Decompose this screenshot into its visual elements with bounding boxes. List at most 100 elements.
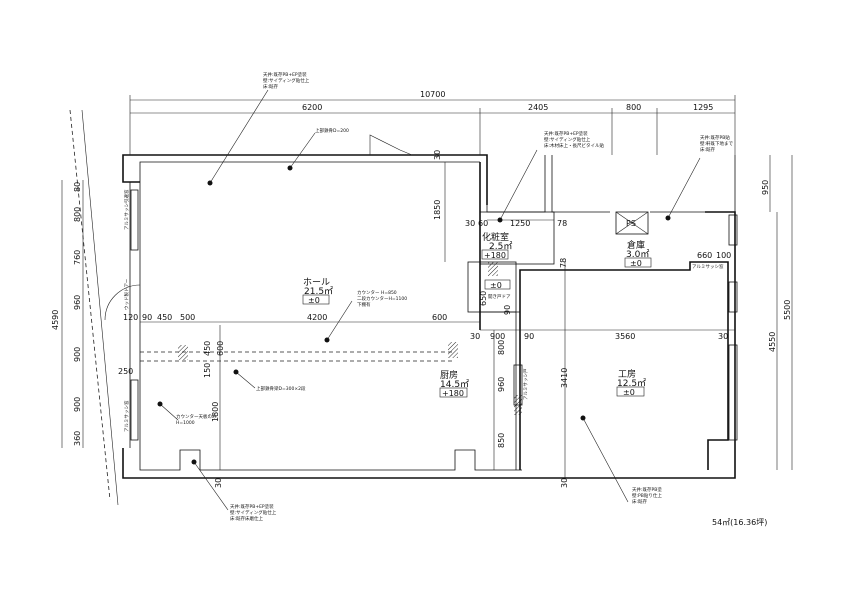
note: 床:木材床上・長尺ビタイル貼	[544, 142, 605, 149]
dim: 450	[203, 341, 212, 356]
room-level: +180	[484, 251, 506, 260]
note: アルミサッシ戸	[523, 368, 529, 400]
dim: 90	[503, 305, 512, 315]
window	[130, 189, 139, 251]
door-swing	[104, 284, 141, 321]
window	[728, 214, 738, 246]
room-area: 14.5㎡	[440, 379, 469, 390]
note: 壁:サイディング貼仕上	[230, 509, 277, 516]
window	[728, 344, 738, 441]
dim: 30	[718, 332, 728, 341]
dim: 3560	[615, 332, 635, 341]
room-level: ±0	[308, 296, 320, 305]
dim: 30	[465, 219, 475, 228]
dim: 660	[697, 251, 712, 260]
note: 床:既存	[632, 498, 648, 505]
dim: 90	[142, 313, 152, 322]
note: H=1000	[176, 420, 195, 426]
walls	[104, 134, 738, 479]
dim: 100	[716, 251, 731, 260]
note: 天井:既存PB+EP塗装	[263, 71, 307, 78]
note: 壁:PB貼り仕上	[632, 492, 662, 499]
dim-right: 950	[761, 180, 770, 195]
room-level: ±0	[630, 259, 642, 268]
room-level: ±0	[490, 281, 502, 290]
dimension-labels: 10700 6200 2405 800 1295 4590 80 800 760…	[51, 90, 792, 488]
note: 床:既存床磨仕上	[230, 515, 264, 522]
dim-left: 4590	[51, 310, 60, 330]
dim: 800	[497, 340, 506, 355]
dim: 30	[433, 150, 442, 160]
window	[728, 281, 738, 313]
note: アルミサッシ引違窓	[123, 189, 130, 230]
room-corridor: ±0	[484, 279, 511, 290]
dim-top: 6200	[302, 103, 322, 112]
leader-lines	[157, 89, 701, 511]
ps-box	[615, 211, 649, 235]
dim-top: 800	[626, 103, 641, 112]
dim-left: 80	[73, 182, 82, 192]
dim: 500	[180, 313, 195, 322]
dim: 3410	[560, 368, 569, 388]
notes: 天井:既存PB+EP塗装 壁:サイディング貼仕上 床:既存 上部鉄骨D=200 …	[123, 71, 734, 522]
dim-left: 760	[73, 250, 82, 265]
room-kitchen: 厨房 14.5㎡ +180	[439, 369, 469, 398]
dim-top: 2405	[528, 103, 548, 112]
dim: 78	[559, 258, 568, 268]
window	[130, 379, 139, 441]
note: アルミサッシ窓	[692, 263, 724, 270]
note: 天井:既存PB+EP塗装	[230, 503, 274, 510]
dim: 30	[214, 478, 223, 488]
ps-label: PS	[626, 219, 636, 228]
columns	[178, 262, 522, 415]
dim-left: 800	[73, 207, 82, 222]
room-level: +180	[442, 389, 464, 398]
dim: 600	[432, 313, 447, 322]
dim: 78	[557, 219, 567, 228]
room-name: 倉庫	[627, 239, 645, 251]
dim-left: 900	[73, 347, 82, 362]
note: 床:既存	[263, 83, 279, 90]
dim-left: 960	[73, 295, 82, 310]
dim: 900	[490, 332, 505, 341]
dim-right: 5500	[783, 300, 792, 320]
note: 天井:既存PB+EP塗装	[544, 130, 588, 137]
dim: 150	[203, 363, 212, 378]
dim: 450	[157, 313, 172, 322]
dim-right: 4550	[768, 332, 777, 352]
dim: 650	[479, 291, 488, 306]
dim-top: 1295	[693, 103, 713, 112]
total-area: 54㎡(16.36坪)	[712, 518, 767, 527]
dim: 850	[497, 433, 506, 448]
room-area: 21.5㎡	[304, 286, 333, 297]
note: 床:既存	[700, 146, 716, 153]
dimension-lines	[61, 95, 793, 478]
note: ウッド製ドアー	[123, 278, 130, 310]
note: 二段カウンターH=1100	[357, 295, 407, 302]
room-storage: 倉庫 3.0㎡ ±0	[624, 239, 652, 268]
room-area: 3.0㎡	[626, 249, 649, 260]
dim: 60	[478, 219, 488, 228]
room-area: 2.5㎡	[489, 241, 512, 252]
note: 下棚有	[357, 301, 371, 308]
note: 壁:軒既下地まで	[700, 140, 734, 147]
room-name: 工房	[618, 368, 636, 380]
dim: 250	[118, 367, 133, 376]
dim: 4200	[307, 313, 327, 322]
note: カウンター天板のみ	[176, 413, 217, 420]
note: 壁:サイディング貼仕上	[263, 77, 310, 84]
site-boundary-lines	[69, 109, 119, 506]
dim: 1850	[433, 200, 442, 220]
room-wc: 化粧室 2.5㎡ +180	[481, 231, 512, 260]
note: 上部鉄骨D=200	[315, 127, 349, 134]
note: 上部鉄骨梁D=300×2段	[256, 385, 306, 392]
dim-overall: 10700	[420, 90, 445, 99]
note: 天井:既存PB貼	[700, 134, 730, 141]
note: 壁:サイディング貼仕上	[544, 136, 591, 143]
dim: 120	[123, 313, 138, 322]
room-area: 12.5㎡	[617, 378, 646, 389]
dim-left: 900	[73, 397, 82, 412]
note: アルミサッシ窓	[123, 400, 130, 432]
note: 天井:既存PB塗	[632, 486, 662, 493]
